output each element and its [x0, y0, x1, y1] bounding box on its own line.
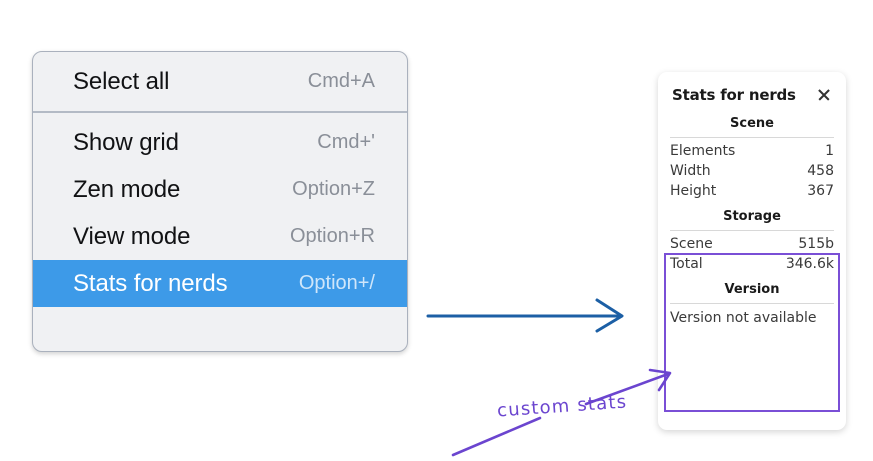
- stats-panel-header: Stats for nerds: [658, 72, 846, 108]
- menu-item-label: Stats for nerds: [73, 269, 228, 297]
- stat-value: 515b: [798, 236, 834, 252]
- stat-value: 346.6k: [785, 256, 834, 272]
- section-heading-storage: Storage: [723, 209, 781, 224]
- menu-item-shortcut: Cmd+': [317, 131, 375, 153]
- stat-value: 1: [825, 143, 834, 159]
- menu-item-label: View mode: [73, 222, 191, 250]
- stats-panel-title: Stats for nerds: [672, 86, 796, 104]
- close-icon[interactable]: [816, 87, 832, 103]
- stat-key: Elements: [670, 143, 736, 159]
- stat-row-width: Width 458: [668, 161, 836, 181]
- menu-group-1: Select all Cmd+A: [33, 52, 407, 111]
- stat-key: Total: [670, 256, 703, 272]
- stat-row-storage-scene: Scene 515b: [668, 234, 836, 254]
- stat-row-elements: Elements 1: [668, 141, 836, 161]
- stats-panel-body: Scene Elements 1 Width 458 Height 367 St…: [658, 108, 846, 329]
- menu-item-zen-mode[interactable]: Zen mode Option+Z: [33, 166, 407, 213]
- version-text: Version not available: [670, 310, 817, 326]
- menu-item-label: Select all: [73, 67, 170, 95]
- menu-separator: [33, 111, 407, 113]
- menu-item-label: Zen mode: [73, 175, 181, 203]
- menu-item-shortcut: Cmd+A: [307, 70, 375, 92]
- stat-row-storage-total: Total 346.6k: [668, 254, 836, 274]
- stat-key: Width: [670, 163, 711, 179]
- stat-value: 367: [807, 183, 834, 199]
- section-rule: [670, 137, 834, 138]
- stat-key: Scene: [670, 236, 713, 252]
- stat-row-height: Height 367: [668, 181, 836, 201]
- menu-item-show-grid[interactable]: Show grid Cmd+': [33, 119, 407, 166]
- menu-item-select-all[interactable]: Select all Cmd+A: [33, 58, 407, 105]
- menu-item-shortcut: Option+Z: [292, 178, 375, 200]
- stat-key: Height: [670, 183, 717, 199]
- menu-item-label: Show grid: [73, 128, 179, 156]
- stats-for-nerds-panel: Stats for nerds Scene Elements 1 Width 4…: [658, 72, 846, 430]
- section-rule: [670, 303, 834, 304]
- menu-item-view-mode[interactable]: View mode Option+R: [33, 213, 407, 260]
- stat-value: 458: [807, 163, 834, 179]
- menu-group-2: Show grid Cmd+' Zen mode Option+Z View m…: [33, 113, 407, 313]
- section-heading-scene: Scene: [730, 116, 774, 131]
- annotation-note-custom-stats: custom stats: [496, 391, 628, 422]
- menu-item-shortcut: Option+R: [289, 225, 375, 247]
- canvas-context-menu[interactable]: Select all Cmd+A Show grid Cmd+' Zen mod…: [32, 51, 408, 352]
- purple-leader-line: [451, 416, 542, 457]
- blue-arrow: [426, 298, 624, 333]
- menu-item-shortcut: Option+/: [298, 272, 375, 294]
- section-rule: [670, 230, 834, 231]
- section-heading-version: Version: [724, 282, 780, 297]
- menu-item-stats-for-nerds[interactable]: Stats for nerds Option+/: [33, 260, 407, 307]
